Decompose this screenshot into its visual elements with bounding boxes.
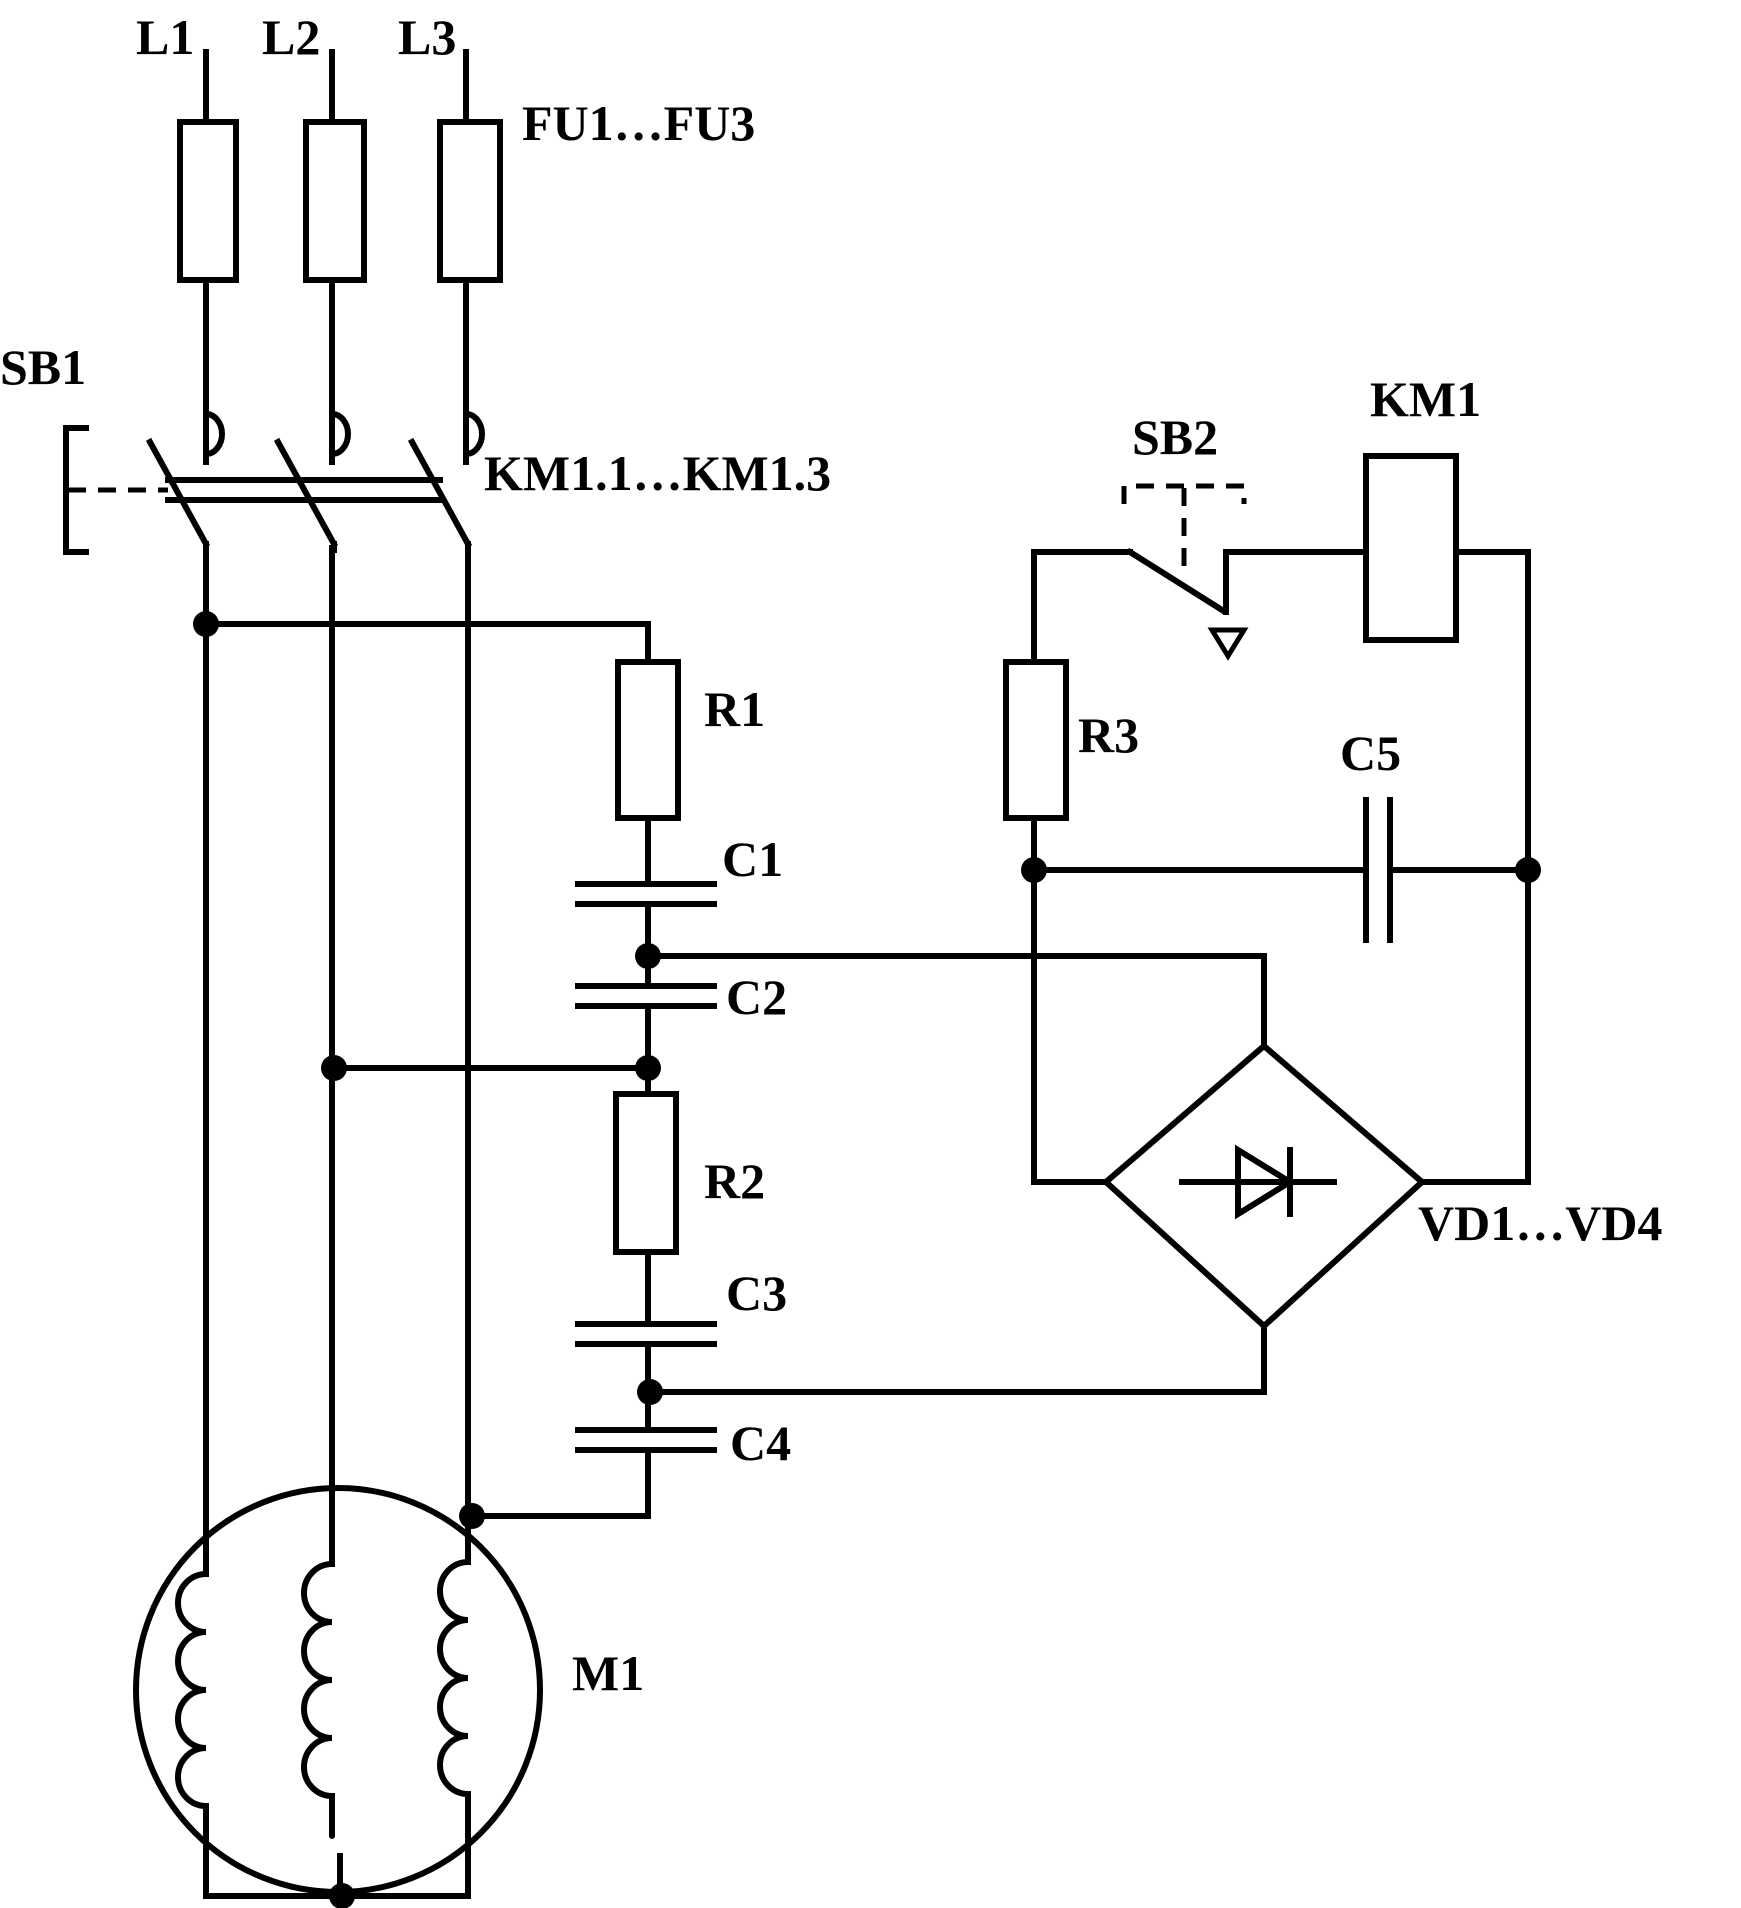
- label-l1: L1: [136, 9, 194, 65]
- contact-km1-2: [273, 437, 339, 553]
- label-motor: M1: [572, 1645, 644, 1701]
- label-l2: L2: [262, 9, 320, 65]
- label-r1: R1: [704, 681, 765, 737]
- label-km1-contacts: KM1.1…KM1.3: [484, 445, 831, 501]
- fuse-fu1: [177, 119, 239, 283]
- label-sb2: SB2: [1132, 409, 1218, 465]
- resistor-r3: [1003, 659, 1069, 821]
- capacitor-c5: [1363, 797, 1393, 943]
- fuse-fu3: [437, 119, 503, 283]
- supply-wires: [203, 49, 469, 123]
- capacitor-c3: [575, 1321, 717, 1347]
- label-r2: R2: [704, 1153, 765, 1209]
- capacitor-c4: [575, 1427, 717, 1453]
- contact-arcs: [202, 410, 485, 458]
- resistor-r1: [615, 659, 681, 821]
- capacitor-c1: [575, 881, 717, 907]
- label-c1: C1: [722, 831, 783, 887]
- label-fuses: FU1…FU3: [522, 95, 755, 151]
- label-c2: C2: [726, 969, 787, 1025]
- control-wires: [1031, 549, 1531, 1185]
- capacitor-c2: [575, 983, 717, 1009]
- contact-linkage: [165, 477, 443, 503]
- label-c4: C4: [730, 1415, 791, 1471]
- label-r3: R3: [1078, 707, 1139, 763]
- label-l3: L3: [398, 9, 456, 65]
- fuse-output-wires: [203, 279, 469, 465]
- button-sb1: [63, 425, 168, 555]
- resistor-r2: [613, 1091, 679, 1255]
- motor-m1: [133, 1481, 543, 1899]
- label-c5: C5: [1340, 725, 1401, 781]
- label-bridge: VD1…VD4: [1418, 1195, 1662, 1251]
- coil-km1: [1363, 453, 1459, 643]
- diode-bridge: [1101, 1042, 1427, 1331]
- button-sb2: [1121, 483, 1249, 661]
- label-km1-coil: KM1: [1370, 371, 1481, 427]
- fuse-fu2: [303, 119, 367, 283]
- label-c3: C3: [726, 1265, 787, 1321]
- contact-km1-1: [145, 437, 211, 553]
- phase-wires: [203, 545, 471, 1571]
- label-sb1: SB1: [0, 339, 86, 395]
- contact-km1-3: [407, 437, 473, 553]
